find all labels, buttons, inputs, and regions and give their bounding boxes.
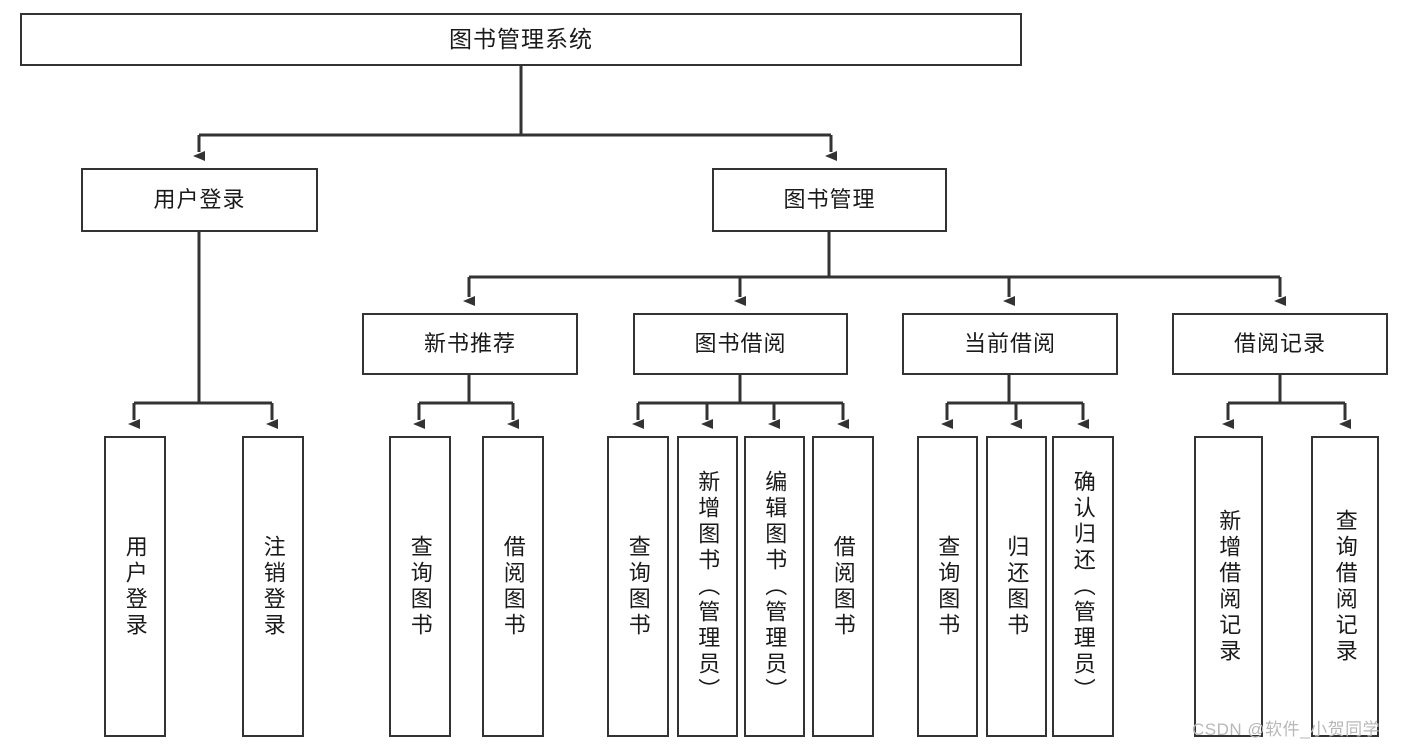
leaf-add-book-admin[interactable]: 新增图书（管理员） bbox=[677, 436, 738, 737]
csdn-watermark: CSDN @软件_小贺同学 bbox=[1192, 720, 1381, 739]
node-user-login[interactable]: 用户登录 bbox=[81, 168, 318, 232]
node-new-book-recommend[interactable]: 新书推荐 bbox=[362, 313, 578, 375]
leaf-query-book-borrow[interactable]: 查询图书 bbox=[607, 436, 669, 737]
leaf-query-book-newbook[interactable]: 查询图书 bbox=[389, 436, 451, 737]
node-book-borrow[interactable]: 图书借阅 bbox=[633, 313, 848, 375]
leaf-borrow-book-newbook[interactable]: 借阅图书 bbox=[482, 436, 544, 737]
leaf-query-borrow-record[interactable]: 查询借阅记录 bbox=[1311, 436, 1379, 737]
node-book-management[interactable]: 图书管理 bbox=[712, 168, 947, 232]
leaf-add-borrow-record[interactable]: 新增借阅记录 bbox=[1194, 436, 1263, 737]
leaf-edit-book-admin[interactable]: 编辑图书（管理员） bbox=[744, 436, 805, 737]
node-root[interactable]: 图书管理系统 bbox=[20, 13, 1022, 66]
leaf-borrow-book[interactable]: 借阅图书 bbox=[812, 436, 874, 737]
node-borrow-records[interactable]: 借阅记录 bbox=[1172, 313, 1388, 375]
leaf-logout[interactable]: 注销登录 bbox=[242, 436, 304, 737]
leaf-user-login[interactable]: 用户登录 bbox=[104, 436, 166, 737]
leaf-confirm-return-admin[interactable]: 确认归还（管理员） bbox=[1052, 436, 1114, 737]
node-current-borrow[interactable]: 当前借阅 bbox=[902, 313, 1118, 375]
leaf-return-book[interactable]: 归还图书 bbox=[986, 436, 1047, 737]
leaf-query-book-current[interactable]: 查询图书 bbox=[917, 436, 978, 737]
